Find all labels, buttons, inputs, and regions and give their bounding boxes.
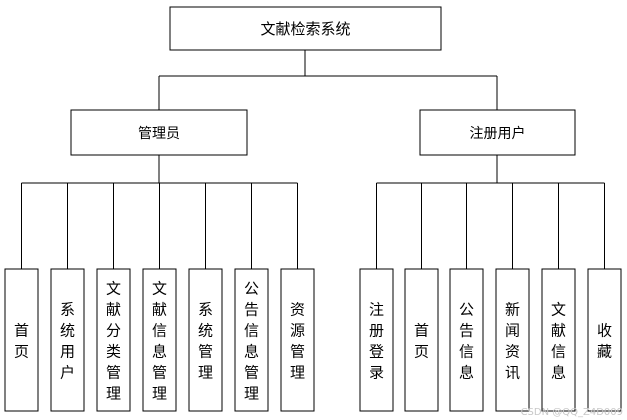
leaf-node: 文献分类管理 <box>96 268 131 412</box>
group-label-registered-user: 注册用户 <box>470 125 526 142</box>
leaf-label: 公告信息管理 <box>244 280 259 403</box>
leaf-node: 公告信息管理 <box>234 268 269 412</box>
leaf-node: 系统用户 <box>50 268 85 412</box>
leaf-label: 系统管理 <box>198 301 213 382</box>
leaf-node: 文献信息 <box>541 268 576 412</box>
leaf-node: 注册登录 <box>359 268 394 412</box>
leaf-label: 收藏 <box>597 322 612 361</box>
leaf-label: 首页 <box>414 322 429 361</box>
leaf-node: 收藏 <box>587 268 622 412</box>
group-node-admin: 管理员 <box>70 109 248 156</box>
leaf-node: 系统管理 <box>188 268 223 412</box>
leaf-label: 公告信息 <box>459 301 474 382</box>
leaf-label: 注册登录 <box>369 301 384 382</box>
leaf-node: 新闻资讯 <box>495 268 530 412</box>
leaf-node: 公告信息 <box>449 268 484 412</box>
leaf-label: 首页 <box>14 322 29 361</box>
connector-lines <box>21 50 605 269</box>
root-label: 文献检索系统 <box>260 20 350 38</box>
root-node: 文献检索系统 <box>169 6 442 51</box>
leaf-nodes: 首页系统用户文献分类管理文献信息管理系统管理公告信息管理资源管理注册登录首页公告… <box>4 268 622 412</box>
leaf-label: 文献信息 <box>551 301 566 382</box>
leaf-label: 资源管理 <box>290 301 305 382</box>
leaf-node: 首页 <box>404 268 439 412</box>
leaf-label: 系统用户 <box>60 301 75 382</box>
watermark: CSDN @QQ_Z4D009 <box>520 407 623 418</box>
group-node-registered-user: 注册用户 <box>419 109 576 156</box>
leaf-label: 新闻资讯 <box>505 301 520 382</box>
leaf-node: 文献信息管理 <box>142 268 177 412</box>
leaf-label: 文献分类管理 <box>106 280 121 403</box>
leaf-label: 文献信息管理 <box>152 280 167 403</box>
group-label-admin: 管理员 <box>138 126 180 142</box>
leaf-node: 资源管理 <box>280 268 315 412</box>
leaf-node: 首页 <box>4 268 39 412</box>
